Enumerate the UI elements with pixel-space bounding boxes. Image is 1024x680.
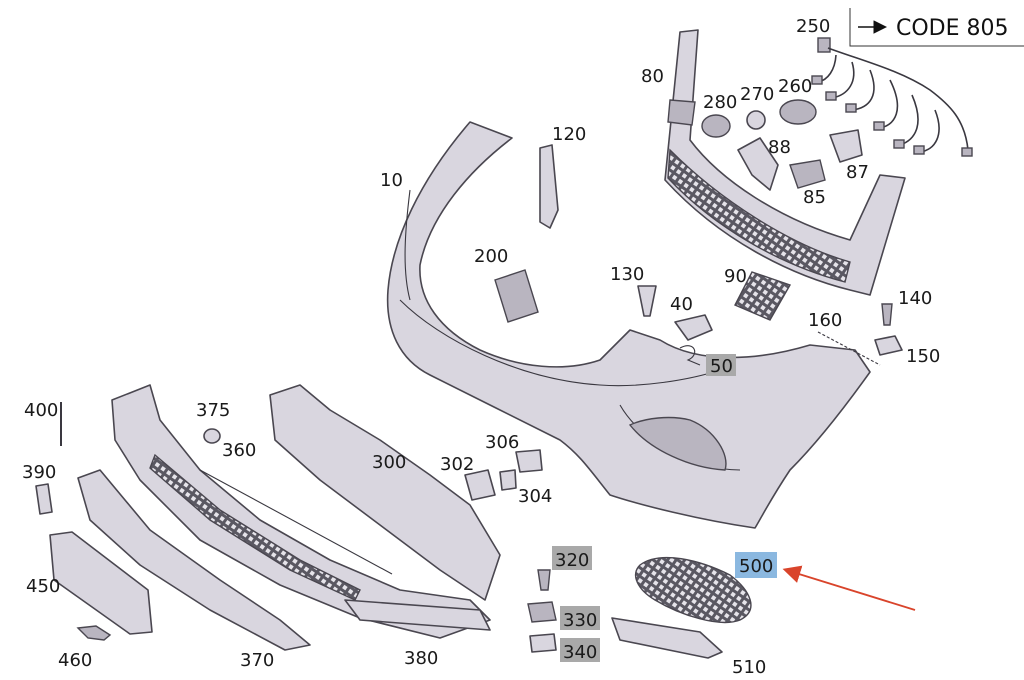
part-500-side-grille [635,557,752,624]
part-50-cable [679,345,701,366]
callout-200: 200 [474,246,508,267]
callout-87: 87 [846,162,869,183]
highlight-340 [560,638,600,662]
code-note: CODE 805 [849,8,1024,47]
part-130-clip [637,285,657,317]
part-270-sensor-ring [746,110,766,130]
callout-10: 10 [380,170,403,191]
part-306-sensor [515,449,543,473]
callout-500: 500 [739,556,773,577]
callout-50: 50 [710,356,733,377]
highlight-50 [706,354,736,376]
callout-380: 380 [404,648,438,669]
part-120-bracket [539,144,559,229]
part-150-nut [874,335,903,356]
callout-330: 330 [563,610,597,631]
callout-120: 120 [552,124,586,145]
part-340-bracket [529,633,557,653]
callout-270: 270 [740,84,774,105]
callout-460: 460 [58,650,92,671]
callout-90: 90 [724,266,747,287]
part-88-bracket [737,137,779,191]
highlight-500 [735,552,777,578]
callout-160: 160 [808,310,842,331]
callout-304: 304 [518,486,552,507]
part-375-clip [203,428,221,444]
part-300-lower-carrier [269,384,501,601]
part-304-clip [499,469,517,491]
callout-85: 85 [803,187,826,208]
part-390-bracket [35,483,53,515]
callout-306: 306 [485,432,519,453]
part-370-spoiler [77,469,311,651]
pointer-arrow-500 [782,565,916,611]
callout-250: 250 [796,16,830,37]
callout-88: 88 [768,137,791,158]
callout-80: 80 [641,66,664,87]
callout-280: 280 [703,92,737,113]
part-80-grille-frame [664,29,906,296]
callout-340: 340 [563,642,597,663]
callout-150: 150 [906,346,940,367]
part-40-cover [674,314,713,341]
part-280-sensor [701,114,731,138]
part-90-mesh-insert [734,271,792,321]
part-85-sensor [789,159,826,189]
part-510-trim [611,617,723,659]
callout-302: 302 [440,454,474,475]
part-87-bracket [829,129,863,163]
part-140-screw [881,303,893,326]
callout-400: 400 [24,400,58,421]
callout-140: 140 [898,288,932,309]
callout-510: 510 [732,657,766,678]
highlight-330 [560,606,600,630]
part-200-module [494,269,539,323]
highlight-320 [552,546,592,570]
part-460-bolt [76,625,112,641]
callout-300: 300 [372,452,406,473]
callout-390: 390 [22,462,56,483]
callout-260: 260 [778,76,812,97]
code-label: CODE 805 [896,16,1009,41]
callout-450: 450 [26,576,60,597]
callout-130: 130 [610,264,644,285]
part-320-screw [537,569,551,591]
part-380-trim [344,599,491,631]
part-10-bumper-cover [386,121,871,529]
part-330-clip [527,601,557,623]
part-260-sensor [779,99,817,125]
callout-320: 320 [555,550,589,571]
part-450-plate-bracket [49,531,153,635]
part-250-wiring-harness [811,37,973,157]
callout-40: 40 [670,294,693,315]
leader-160 [817,331,881,366]
part-302-bracket [464,469,496,501]
callout-375: 375 [196,400,230,421]
callout-370: 370 [240,650,274,671]
callout-360: 360 [222,440,256,461]
